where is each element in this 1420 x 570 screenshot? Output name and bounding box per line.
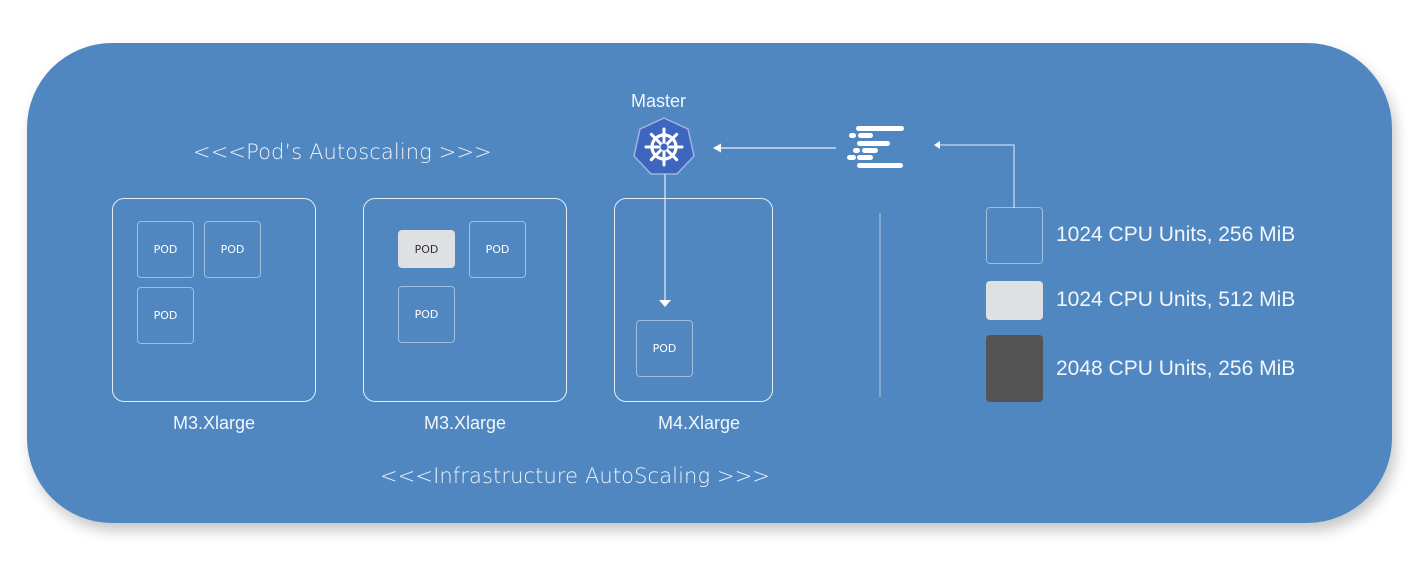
legend-swatch-light <box>986 281 1043 320</box>
arrow-master-to-node <box>659 174 671 307</box>
master-label: Master <box>631 91 687 111</box>
pod[interactable]: POD <box>137 221 194 278</box>
pod[interactable]: POD <box>469 221 526 278</box>
legend-text: 1024 CPU Units, 256 MiB <box>1056 223 1296 246</box>
legend-swatch-outline <box>986 207 1043 264</box>
node-label: M4.Xlarge <box>657 413 741 433</box>
node-m3-xlarge-2[interactable] <box>363 198 567 402</box>
pod[interactable]: POD <box>137 287 194 344</box>
pod-512mib[interactable]: POD <box>398 230 455 268</box>
divider <box>879 213 881 397</box>
diagram-panel <box>27 43 1392 523</box>
node-label: M3.Xlarge <box>423 413 507 433</box>
node-m4-xlarge[interactable] <box>614 198 773 402</box>
task-list-icon <box>847 126 904 168</box>
node-label: M3.Xlarge <box>172 413 256 433</box>
pod[interactable]: POD <box>636 320 693 377</box>
arrow-to-master <box>713 143 836 153</box>
infrastructure-autoscaling-heading: <<<Infrastructure AutoScaling >>> <box>380 464 771 488</box>
legend-text: 2048 CPU Units, 256 MiB <box>1056 357 1296 380</box>
node-m3-xlarge-1[interactable] <box>112 198 316 402</box>
arrow-to-scheduler <box>934 141 1015 208</box>
pods-autoscaling-heading: <<<Pod’s Autoscaling >>> <box>193 140 492 164</box>
kubernetes-helm-icon <box>633 117 695 175</box>
pod[interactable]: POD <box>398 286 455 343</box>
legend-swatch-dark <box>986 335 1043 402</box>
pod[interactable]: POD <box>204 221 261 278</box>
legend-text: 1024 CPU Units, 512 MiB <box>1056 288 1296 311</box>
